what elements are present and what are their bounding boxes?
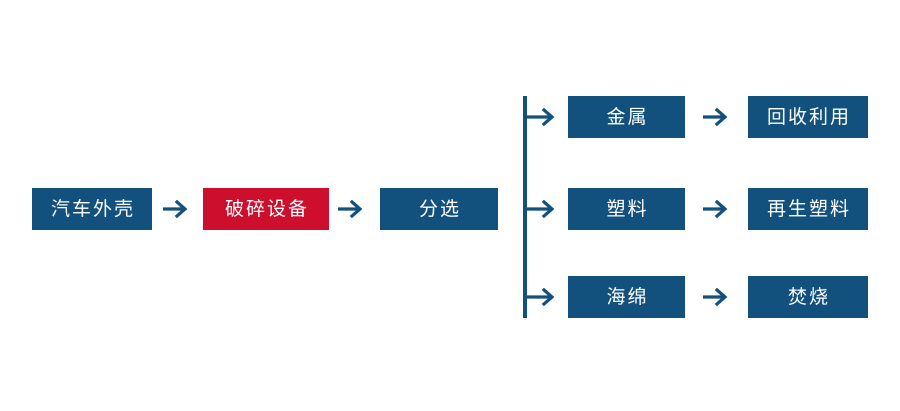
arrow-right-icon xyxy=(526,285,560,309)
node-sorting[interactable]: 分选 xyxy=(380,188,498,230)
arrow-right-icon xyxy=(338,197,368,221)
node-outcome-regenerated-plastic[interactable]: 再生塑料 xyxy=(748,188,868,230)
arrow-right-icon xyxy=(703,197,733,221)
arrow-right-icon xyxy=(703,285,733,309)
node-outcome-recycle-reuse[interactable]: 回收利用 xyxy=(748,96,868,138)
vertical-split-connector xyxy=(523,96,527,318)
arrow-right-icon xyxy=(526,197,560,221)
node-car-shell[interactable]: 汽车外壳 xyxy=(32,188,152,230)
arrow-right-icon xyxy=(526,105,560,129)
arrow-right-icon xyxy=(163,197,193,221)
node-outcome-incineration[interactable]: 焚烧 xyxy=(748,276,868,318)
node-material-plastic[interactable]: 塑料 xyxy=(568,188,685,230)
arrow-right-icon xyxy=(703,105,733,129)
node-crusher-equipment[interactable]: 破碎设备 xyxy=(203,188,329,230)
node-material-sponge[interactable]: 海绵 xyxy=(568,276,685,318)
node-material-metal[interactable]: 金属 xyxy=(568,96,685,138)
